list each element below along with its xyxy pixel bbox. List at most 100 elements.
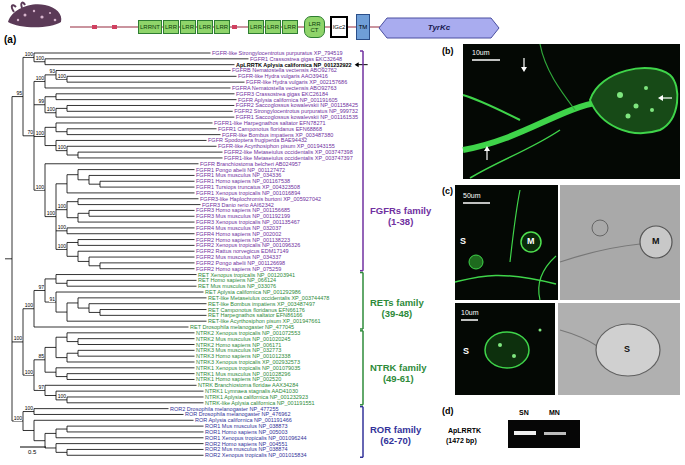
taxon-label: NTRK2 Mus musculus NP_001020245 — [196, 336, 290, 342]
taxon-label: FGFR3 Mus musculus NP_001192199 — [196, 213, 290, 219]
family-range: (39-48) — [382, 308, 413, 319]
tree-branch — [45, 395, 56, 396]
taxon-label: ROR Drosophila melanogaster NP_476962 — [185, 411, 290, 417]
sea-slug-photo-part — [40, 15, 43, 18]
panel-label: (d) — [442, 406, 454, 416]
tree-branch — [56, 337, 67, 338]
brightfield-c-bottom-right — [558, 303, 680, 395]
taxon-label: ROR2 Xenopus tropicalis NP_001015834 — [205, 452, 307, 458]
neuron-micrograph-c-bottom-left — [455, 303, 555, 395]
tree-branch — [89, 210, 195, 211]
tree-branch — [67, 242, 78, 243]
cell-label: S — [460, 237, 466, 247]
brightfield-c-bottom-right-part — [558, 303, 680, 395]
tree-branch — [78, 239, 195, 240]
domain-name: LRR — [284, 24, 296, 30]
bootstrap-value: 99 — [38, 99, 44, 104]
protein-domain: IGc2 — [330, 16, 348, 38]
tree-branch — [45, 58, 249, 59]
taxon-label: FGFR-like Acyrthosiphon pisum XP_0019431… — [218, 143, 335, 149]
tree-branch — [67, 455, 204, 456]
tree-branch — [89, 265, 100, 266]
domain-name: LRR — [267, 24, 279, 30]
family-bracket — [362, 407, 364, 458]
bootstrap-value: 97 — [38, 385, 44, 390]
cell-label: S — [463, 347, 469, 357]
sea-slug-photo-part — [33, 10, 35, 12]
bootstrap-value: 100 — [25, 370, 33, 375]
tree-branch — [56, 131, 67, 132]
taxon-label: FGFR Aplysia californica NP_001191605 — [238, 97, 338, 103]
neuron-micrograph-c-bottom-left-part — [461, 319, 478, 321]
tree-branch — [67, 128, 217, 129]
tree-branch — [45, 87, 231, 88]
bootstrap-value: 100 — [36, 185, 44, 190]
tree-branch — [67, 82, 245, 83]
taxon-label: FGFR2 Homo sapiens NP_001138223 — [196, 237, 290, 243]
taxon-label: NTRK1 Mus musculus NP_001028296 — [196, 371, 290, 377]
tree-branch — [45, 127, 56, 128]
tree-branch — [45, 163, 199, 164]
taxon-label: FGFR2 Homo sapiens NP_075259 — [196, 266, 281, 272]
kinase-outline — [379, 18, 499, 38]
taxon-label: FGFR3 Homo sapiens NP_001156685 — [196, 207, 290, 213]
taxon-label: RET Aplysia californica NP_001292986 — [205, 289, 301, 295]
taxon-label: ROR2 Mus musculus NP_038874 — [205, 446, 288, 452]
family-bracket — [362, 331, 364, 405]
tree-branch — [67, 192, 195, 193]
tree-branch — [56, 283, 67, 284]
taxon-label: FGFR1 Tursiops truncatus XP_004323508 — [196, 184, 300, 190]
taxon-label: FGFR1 Mus musculus NP_034336 — [196, 172, 281, 178]
taxon-label: RET Mus musculus NP_033076 — [198, 283, 276, 289]
bootstrap-value: 100 — [14, 416, 22, 421]
tree-branch — [67, 402, 204, 403]
taxon-label: FGFR-like Hydra vulgaris XP_002157686 — [246, 79, 347, 85]
domain-name: IGc2 — [333, 24, 346, 30]
band-size: (1472 bp) — [446, 437, 477, 445]
neuron-micrograph-b-part — [463, 44, 680, 179]
tree-branch — [56, 376, 67, 377]
tree-branch — [45, 278, 56, 279]
brightfield-c-bottom-right-part — [560, 330, 597, 346]
protein-domain: LRR — [248, 20, 264, 34]
domain-name: TM — [359, 24, 368, 30]
taxon-label: FGFR4 Homo sapiens NP_002002 — [196, 231, 281, 237]
neuron-micrograph-b-part — [486, 150, 487, 160]
tree-branch — [56, 429, 67, 430]
taxon-label: FGFR4 Mus musculus NP_032037 — [196, 225, 281, 231]
sea-slug-photo-part — [12, 5, 16, 12]
taxon-label: FGFR-like Bombus impatiens XP_003487380 — [222, 132, 333, 138]
taxon-label: FGFR1 Saccoglossus kowalevskii NP_001161… — [236, 114, 358, 120]
neuron-micrograph-b-part — [463, 102, 600, 150]
tree-branch — [56, 452, 67, 453]
family-range: (1-38) — [388, 216, 413, 227]
neuron-micrograph-b-part — [634, 104, 639, 109]
bootstrap-value: 97 — [38, 285, 44, 290]
pcr-gel — [508, 420, 580, 448]
tree-branch — [67, 256, 78, 257]
protein-domain: TM — [356, 14, 370, 40]
taxon-label: RET Xenopus tropicalis NP_001203941 — [198, 272, 295, 278]
micrograph-panel: M — [560, 185, 680, 300]
protein-domain: LRR CT — [304, 16, 325, 38]
brightfield-c-top-right-part — [560, 185, 680, 300]
panel-label: (a) — [4, 34, 16, 45]
neuron-micrograph-c-top-left-part — [455, 185, 558, 300]
pointer-arrow-head — [355, 62, 359, 67]
taxon-label: FGFR Branchiostoma belcheri AB024957 — [200, 161, 301, 167]
sea-slug-photo — [8, 3, 61, 28]
tree-branch — [56, 93, 235, 94]
tree-branch — [56, 150, 67, 151]
tree-branch — [34, 61, 45, 62]
tree-branch — [45, 64, 235, 65]
brightfield-c-top-right-part — [592, 220, 608, 236]
bootstrap-value: 100 — [47, 107, 55, 112]
tree-branch — [78, 222, 195, 223]
neuron-micrograph-b-part — [650, 108, 654, 112]
neuron-micrograph-b-part — [662, 97, 672, 98]
tree-branch — [34, 327, 189, 328]
bootstrap-value: 100 — [25, 52, 33, 57]
neuron-micrograph-b-part — [521, 67, 527, 72]
neuron-micrograph-c-top-left-part — [521, 232, 541, 252]
